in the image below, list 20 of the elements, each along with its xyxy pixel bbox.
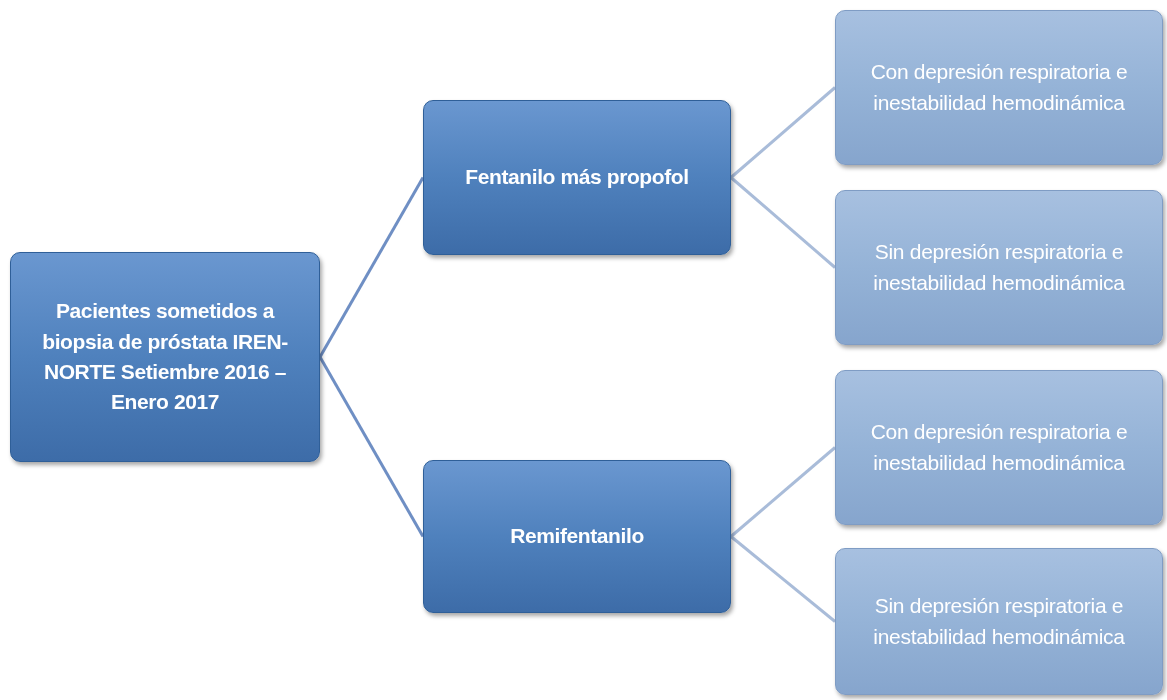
box-text: Pacientes sometidos a biopsia de próstata IREN-NORTE Setiembre 2016 – Enero 2017 xyxy=(41,298,289,416)
process-box xyxy=(835,548,1163,695)
process-box xyxy=(835,190,1163,345)
process-box xyxy=(835,10,1163,165)
box-text: Sin depresión respiratoria e inestabilidad hemodinámica xyxy=(872,593,1126,650)
process-box xyxy=(10,252,320,462)
connector-line xyxy=(730,446,836,538)
box-text: Remifentanilo xyxy=(510,523,644,550)
box-text: Fentanilo más propofol xyxy=(465,164,689,191)
box-text: Sin depresión respiratoria e inestabilidad hemodinámica xyxy=(872,239,1126,296)
process-box xyxy=(423,460,731,613)
connector-line xyxy=(730,86,836,179)
connector-line xyxy=(730,176,836,269)
box-text: Con depresión respiratoria e inestabilidad hemodinámica xyxy=(869,59,1129,116)
box-text: Con depresión respiratoria e inestabilidad hemodinámica xyxy=(869,419,1129,476)
connector-line xyxy=(318,356,425,538)
process-box xyxy=(423,100,731,255)
process-box xyxy=(835,370,1163,525)
connector-line xyxy=(730,535,836,623)
connector-line xyxy=(318,176,425,358)
